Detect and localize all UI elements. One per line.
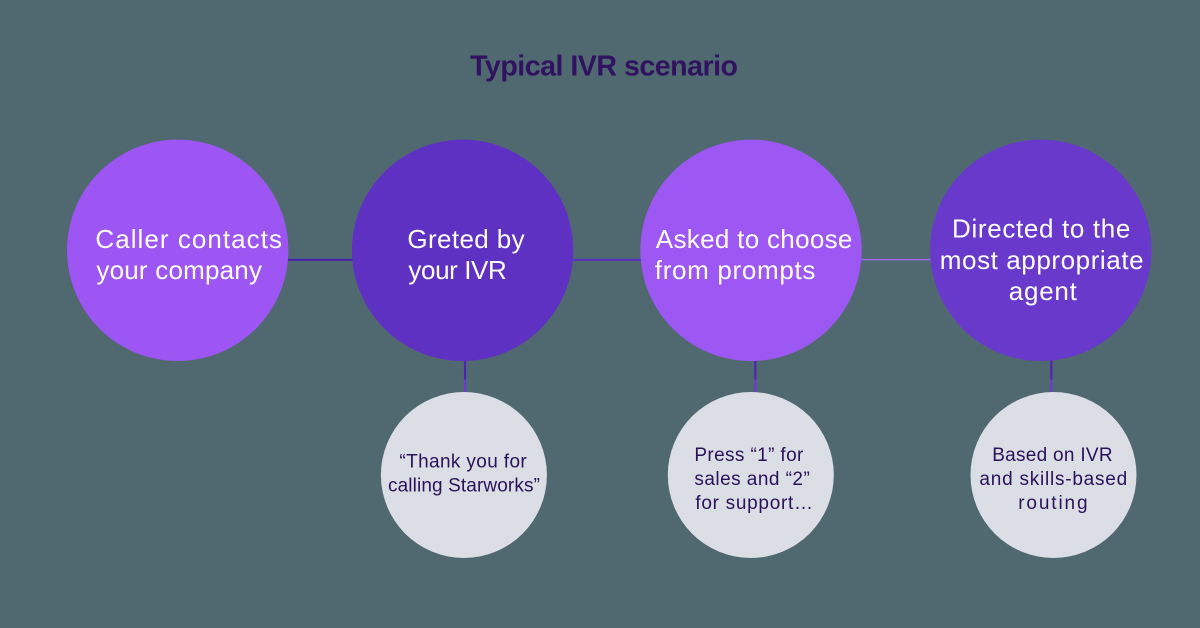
- svg-text:Asked to choose: Asked to choose: [656, 224, 853, 254]
- svg-text:Greted by: Greted by: [407, 224, 525, 254]
- svg-text:most appropriate: most appropriate: [940, 245, 1144, 275]
- svg-text:Typical IVR scenario: Typical IVR scenario: [470, 51, 737, 83]
- svg-text:agent: agent: [1009, 276, 1078, 306]
- svg-text:sales and “2”: sales and “2”: [694, 469, 810, 490]
- svg-text:your IVR: your IVR: [408, 255, 506, 285]
- svg-text:for support…: for support…: [695, 493, 813, 514]
- svg-text:“Thank you for: “Thank you for: [399, 452, 527, 473]
- svg-text:Based on IVR: Based on IVR: [992, 445, 1113, 466]
- svg-text:Directed to the: Directed to the: [952, 214, 1131, 244]
- svg-text:routing: routing: [1018, 493, 1089, 514]
- svg-text:and skills-based: and skills-based: [979, 469, 1128, 490]
- svg-text:Caller contacts: Caller contacts: [95, 224, 283, 254]
- svg-text:calling Starworks”: calling Starworks”: [388, 475, 540, 496]
- svg-text:Press “1” for: Press “1” for: [694, 445, 804, 466]
- svg-text:your company: your company: [96, 255, 262, 285]
- svg-text:from prompts: from prompts: [655, 255, 816, 285]
